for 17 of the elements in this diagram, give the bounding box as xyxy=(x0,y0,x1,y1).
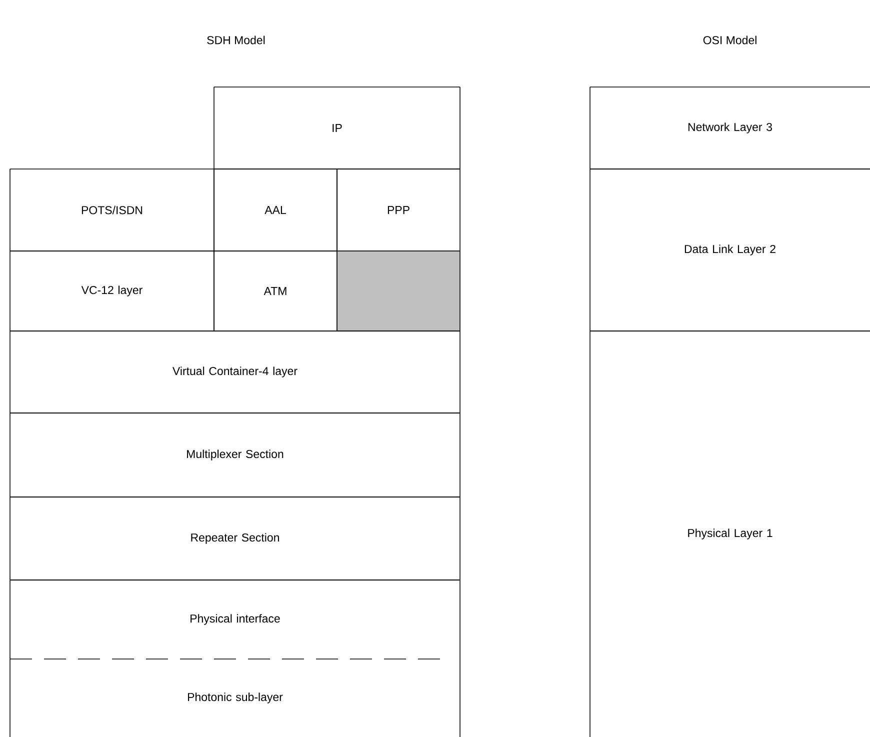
layer-box: POTS/ISDN xyxy=(10,168,214,252)
layer-box: ATM xyxy=(214,250,338,332)
layer-box: AAL xyxy=(214,168,338,252)
layer-box: Physical Layer 1 xyxy=(590,330,870,737)
layer-box: Physical interface xyxy=(10,580,460,660)
layer-box: Repeater Section xyxy=(10,496,460,580)
layer-box: Network Layer 3 xyxy=(590,86,870,170)
model-heading: OSI Model xyxy=(703,36,756,44)
shaded-box xyxy=(336,250,460,332)
layer-box: Data Link Layer 2 xyxy=(590,168,870,332)
layer-box: IP xyxy=(214,86,460,170)
layer-box: Virtual Container-4 layer xyxy=(10,330,460,414)
layer-box: Multiplexer Section xyxy=(10,412,460,498)
layer-box: PPP xyxy=(336,168,460,252)
layer-box: VC-12 layer xyxy=(10,250,214,332)
layer-box: Photonic sub-layer xyxy=(10,658,460,737)
model-heading: SDH Model xyxy=(207,36,265,44)
